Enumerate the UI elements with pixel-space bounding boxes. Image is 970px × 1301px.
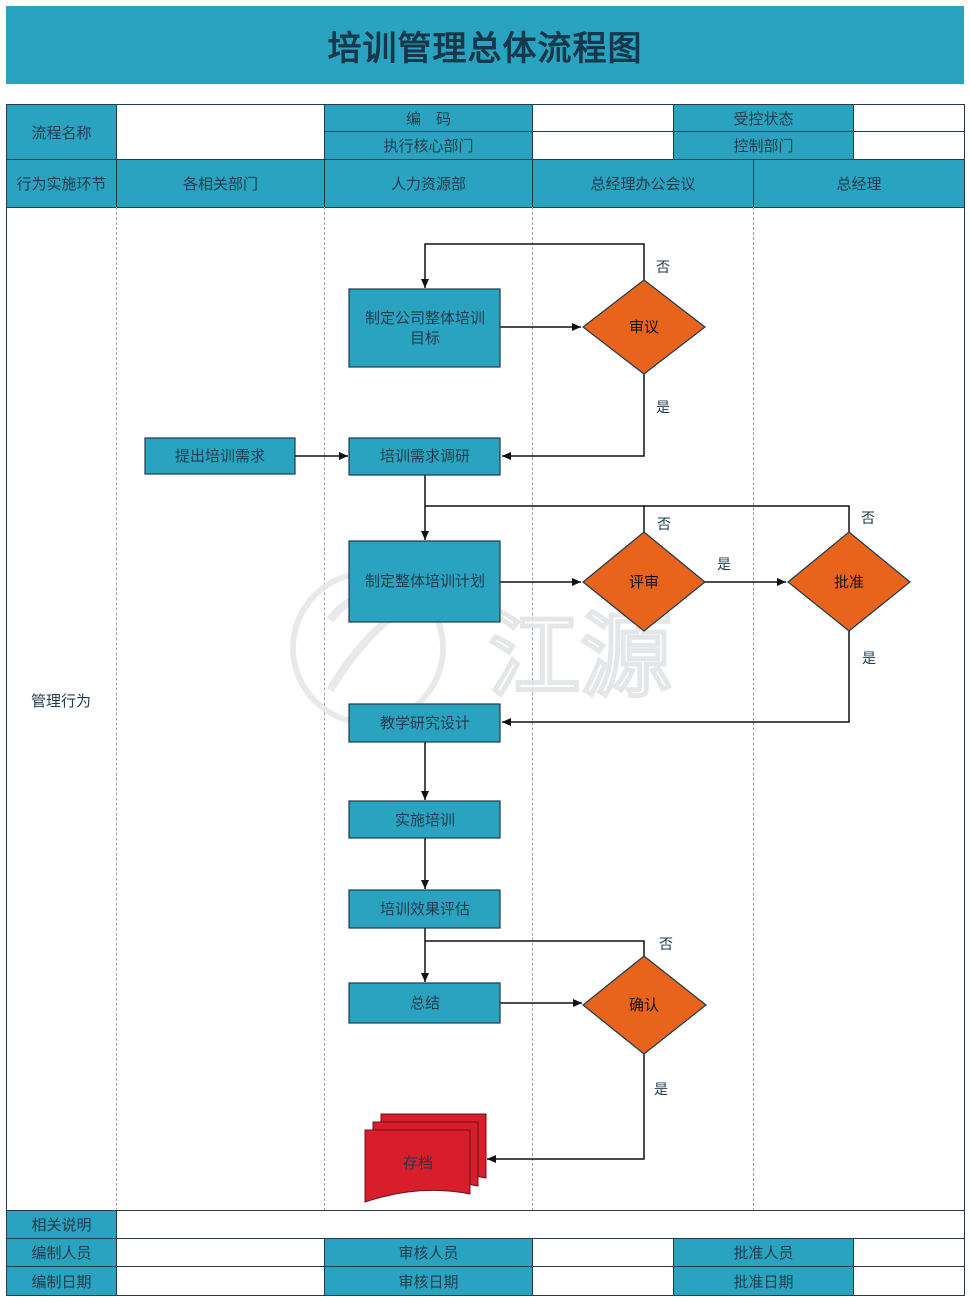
lane-header-gm-office: 总经理办公会议 xyxy=(532,159,754,208)
process-propose-needs xyxy=(144,437,296,475)
decision-confirm xyxy=(582,955,707,1055)
watermark-text: 江源 xyxy=(488,603,672,710)
document-archive xyxy=(364,1113,487,1203)
edit-date-label: 编制日期 xyxy=(6,1266,117,1296)
arrow-confirm-yes xyxy=(487,1054,645,1163)
lane-header-gm: 总经理 xyxy=(753,159,965,208)
side-label: 管理行为 xyxy=(30,692,91,710)
review-date-value[interactable] xyxy=(532,1266,674,1296)
reviewer-value[interactable] xyxy=(532,1238,674,1267)
arrow-review2-no xyxy=(425,505,645,532)
label-survey: 培训需求调研 xyxy=(380,447,470,465)
approver-label: 批准人员 xyxy=(673,1238,854,1267)
decision-review1 xyxy=(582,279,706,375)
process-survey xyxy=(348,437,501,476)
label-approve: 批准 xyxy=(834,573,864,591)
approve-date-label: 批准日期 xyxy=(673,1266,854,1296)
lane-divider xyxy=(753,207,754,1211)
connectors xyxy=(295,243,850,1163)
label-review2-yes: 是 xyxy=(717,557,731,573)
label-review1: 审议 xyxy=(629,318,659,336)
control-dept-label: 控制部门 xyxy=(673,131,854,160)
process-design xyxy=(348,703,501,743)
editor-label: 编制人员 xyxy=(6,1238,117,1267)
label-confirm-yes: 是 xyxy=(654,1082,668,1098)
lane-header-depts: 各相关部门 xyxy=(116,159,325,208)
process-name-value[interactable] xyxy=(116,104,325,160)
process-implement xyxy=(348,800,501,839)
process-evaluate xyxy=(348,889,501,929)
label-review1-yes: 是 xyxy=(656,400,670,416)
label-review2-no: 否 xyxy=(657,517,671,533)
lane-header-hr: 人力资源部 xyxy=(324,159,533,208)
decision-review2 xyxy=(582,531,706,632)
label-confirm: 确认 xyxy=(629,996,659,1014)
lane-divider xyxy=(116,207,117,1211)
notes-value[interactable] xyxy=(116,1210,965,1239)
label-evaluate: 培训效果评估 xyxy=(380,900,470,918)
review-date-label: 审核日期 xyxy=(324,1266,533,1296)
process-summary xyxy=(348,982,501,1024)
arrow-review1-no xyxy=(421,243,645,288)
label-review1-no: 否 xyxy=(656,260,670,276)
label-summary: 总结 xyxy=(410,994,440,1012)
label-implement: 实施培训 xyxy=(395,811,455,829)
label-review2: 评审 xyxy=(629,573,659,591)
arrow-review1-yes xyxy=(502,374,645,460)
approver-value[interactable] xyxy=(853,1238,965,1267)
label-approve-no: 否 xyxy=(861,511,875,527)
lane-divider xyxy=(532,207,533,1211)
editor-value[interactable] xyxy=(116,1238,325,1267)
arrow-approve-no xyxy=(644,505,850,532)
decision-approve xyxy=(787,531,911,632)
reviewer-label: 审核人员 xyxy=(324,1238,533,1267)
notes-label: 相关说明 xyxy=(6,1210,117,1239)
lane-row-label: 行为实施环节 xyxy=(6,159,117,208)
page-title: 培训管理总体流程图 xyxy=(327,28,643,69)
arrow-approve-yes xyxy=(502,631,850,726)
label-set-goal-line2: 目标 xyxy=(410,329,440,347)
title-banner: 培训管理总体流程图 xyxy=(6,6,964,84)
watermark: 江源 xyxy=(290,570,673,726)
edit-date-value[interactable] xyxy=(116,1266,325,1296)
label-make-plan: 制定整体培训计划 xyxy=(365,572,485,590)
arrow-confirm-no xyxy=(425,940,645,956)
label-propose-needs: 提出培训需求 xyxy=(175,447,265,465)
label-set-goal-line1: 制定公司整体培训 xyxy=(365,309,485,327)
label-archive: 存档 xyxy=(403,1154,433,1172)
label-confirm-no: 否 xyxy=(659,937,673,953)
approve-date-value[interactable] xyxy=(853,1266,965,1296)
label-approve-yes: 是 xyxy=(862,651,876,667)
process-set-goal xyxy=(348,288,501,368)
process-make-plan xyxy=(348,540,501,623)
label-design: 教学研究设计 xyxy=(380,714,470,732)
